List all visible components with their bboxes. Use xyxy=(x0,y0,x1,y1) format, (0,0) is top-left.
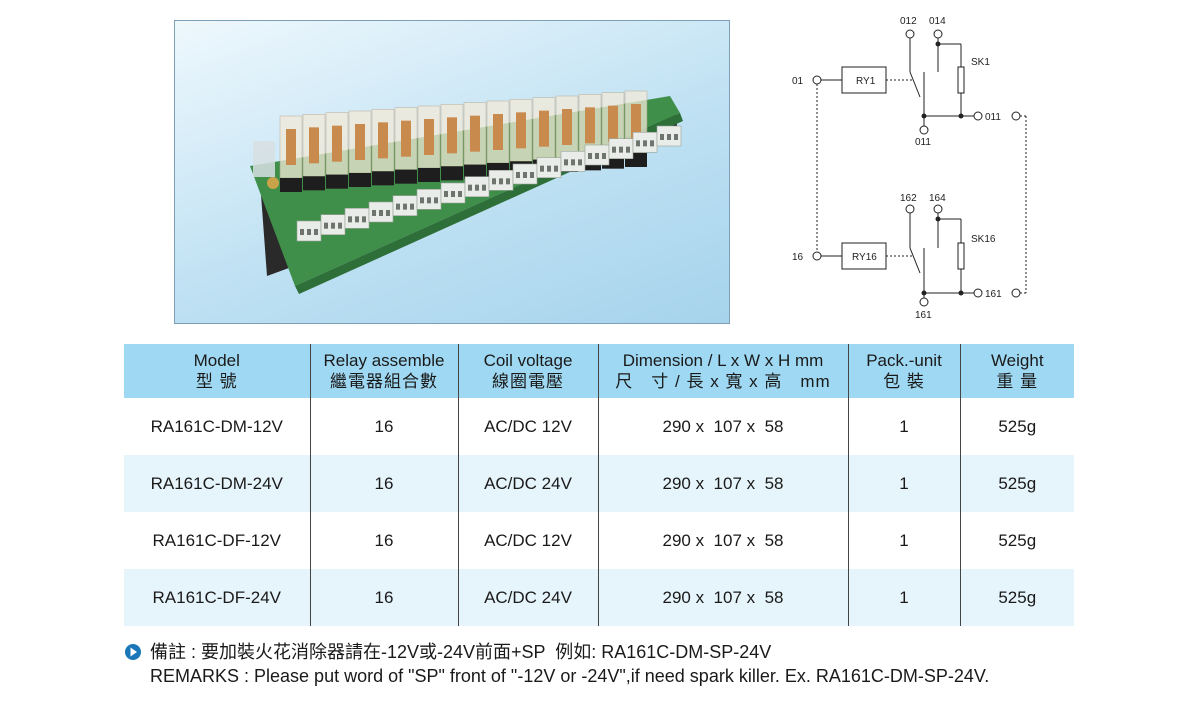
cell-coil-voltage: AC/DC 12V xyxy=(457,512,598,569)
terminal-block xyxy=(464,176,490,197)
header-zh: 線圈電壓 xyxy=(492,372,564,391)
relay-board-image xyxy=(250,90,683,294)
terminal-block xyxy=(584,144,610,166)
table-row: RA161C-DM-24V 16 AC/DC 24V 290 x 107 x 5… xyxy=(124,455,1074,512)
cell-model: RA161C-DM-12V xyxy=(150,416,283,436)
cell-weight: 525g xyxy=(959,569,1074,626)
cell-dimension: 290 x 107 x 58 xyxy=(597,398,848,455)
cell-weight: 525g xyxy=(959,398,1074,455)
relay xyxy=(279,115,303,192)
cell-weight: 525g xyxy=(959,455,1074,512)
header-model: Model 型 號 xyxy=(124,344,310,398)
cell-pack-unit: 1 xyxy=(847,512,960,569)
terminal-block xyxy=(440,182,466,204)
schem-out-b-16: 164 xyxy=(929,193,946,204)
terminal-block xyxy=(608,138,634,159)
relay xyxy=(417,105,441,182)
header-zh: 繼電器組合數 xyxy=(330,372,438,391)
relay xyxy=(348,110,372,187)
relay xyxy=(325,112,349,189)
schem-out-b-1: 014 xyxy=(929,16,946,27)
header-weight: Weight 重 量 xyxy=(959,344,1074,398)
cell-pack-unit: 1 xyxy=(847,569,960,626)
header-zh: 包 裝 xyxy=(883,372,925,391)
schem-out-a-16: 162 xyxy=(900,193,917,204)
terminal-block xyxy=(344,208,370,229)
relay xyxy=(486,100,510,177)
terminal-block xyxy=(392,195,418,216)
schem-relay-16: RY16 xyxy=(852,252,877,263)
spec-table: Model 型 號 Relay assemble 繼電器組合數 Coil volta… xyxy=(124,344,1074,626)
remarks-zh: 備註 : 要加裝火花消除器請在-12V或-24V前面+SP 例如: RA161C… xyxy=(150,642,772,662)
header-relay-assemble: Relay assemble 繼電器組合數 xyxy=(309,344,458,398)
schem-common-16: 161 xyxy=(915,310,932,321)
cell-dimension: 290 x 107 x 58 xyxy=(597,512,848,569)
header-en: Pack.-unit xyxy=(866,351,942,370)
terminal-block xyxy=(416,189,442,210)
schem-common-right-16: 161 xyxy=(985,289,1002,300)
cell-coil-voltage: AC/DC 24V xyxy=(457,455,598,512)
table-row: RA161C-DM-12V 16 AC/DC 12V 290 x 107 x 5… xyxy=(124,398,1074,455)
relay xyxy=(302,114,326,191)
terminal-block xyxy=(632,132,658,153)
cell-model: RA161C-DF-24V xyxy=(124,569,310,626)
cell-relay-count: 16 xyxy=(309,569,458,626)
header-en: Model xyxy=(193,351,240,370)
header-zh: 型 號 xyxy=(195,372,238,391)
product-photo xyxy=(174,20,730,324)
cell-pack-unit: 1 xyxy=(847,455,960,512)
relay xyxy=(440,104,464,181)
cell-model: RA161C-DM-24V xyxy=(124,455,310,512)
table-row: RA161C-DF-12V 16 AC/DC 12V 290 x 107 x 5… xyxy=(124,512,1074,569)
cell-relay-count: 16 xyxy=(309,512,458,569)
terminal-block xyxy=(320,214,346,235)
schem-input-1: 01 xyxy=(792,76,804,87)
cell-relay-count: 16 xyxy=(309,398,458,455)
schem-killer-16: SK16 xyxy=(971,234,996,245)
arrow-bullet-icon xyxy=(125,644,141,660)
relay xyxy=(394,107,418,184)
cell-weight: 525g xyxy=(959,512,1074,569)
cell-dimension: 290 x 107 x 58 xyxy=(597,455,848,512)
terminal-block xyxy=(368,201,394,223)
cell-dimension: 290 x 107 x 58 xyxy=(597,569,848,626)
schem-common-1: 011 xyxy=(915,137,931,148)
remarks-en: REMARKS : Please put word of "SP" front … xyxy=(150,666,990,686)
schem-common-right-1: 011 xyxy=(985,112,1001,123)
header-en: Coil voltage xyxy=(483,351,573,370)
terminal-block xyxy=(560,151,586,172)
terminal-block xyxy=(536,157,562,178)
remarks-zh-line: 備註 : 要加裝火花消除器請在-12V或-24V前面+SP 例如: RA161C… xyxy=(124,640,1174,664)
table-row: RA161C-DF-24V 16 AC/DC 24V 290 x 107 x 5… xyxy=(124,569,1074,626)
header-pack-unit: Pack.-unit 包 裝 xyxy=(847,344,960,398)
schem-out-a-1: 012 xyxy=(900,16,917,27)
header-zh: 重 量 xyxy=(996,372,1039,391)
schem-killer-1: SK1 xyxy=(971,57,990,68)
relay xyxy=(371,109,395,186)
relay xyxy=(463,102,487,179)
terminal-block xyxy=(512,163,538,185)
header-dimension: Dimension / L x W x H mm 尺 寸 / 長 x 寬 x 高 … xyxy=(597,344,848,398)
header-coil-voltage: Coil voltage 線圈電壓 xyxy=(457,344,598,398)
header-en: Dimension / L x W x H mm xyxy=(622,351,824,370)
cell-coil-voltage: AC/DC 24V xyxy=(457,569,598,626)
terminal-block xyxy=(296,220,322,242)
cell-relay-count: 16 xyxy=(309,455,458,512)
cell-pack-unit: 1 xyxy=(847,398,960,455)
schem-relay-1: RY1 xyxy=(856,76,876,87)
header-en: Weight xyxy=(990,351,1044,370)
remarks: 備註 : 要加裝火花消除器請在-12V或-24V前面+SP 例如: RA161C… xyxy=(124,640,1174,688)
cell-coil-voltage: AC/DC 12V xyxy=(457,398,598,455)
terminal-block xyxy=(656,125,682,147)
cell-model: RA161C-DF-12V xyxy=(152,530,282,550)
terminal-row xyxy=(296,125,682,242)
terminal-block xyxy=(488,170,514,191)
header-en: Relay assemble xyxy=(323,351,445,370)
wiring-schematic: 01 RY1 012 014 SK1 011 011 16 RY16 162 1… xyxy=(792,16,1027,321)
schem-input-16: 16 xyxy=(792,252,804,263)
header-zh: 尺 寸 / 長 x 寬 x 高 mm xyxy=(615,372,831,391)
table-header-row: Model 型 號 Relay assemble 繼電器組合數 Coil volta… xyxy=(124,344,1074,398)
